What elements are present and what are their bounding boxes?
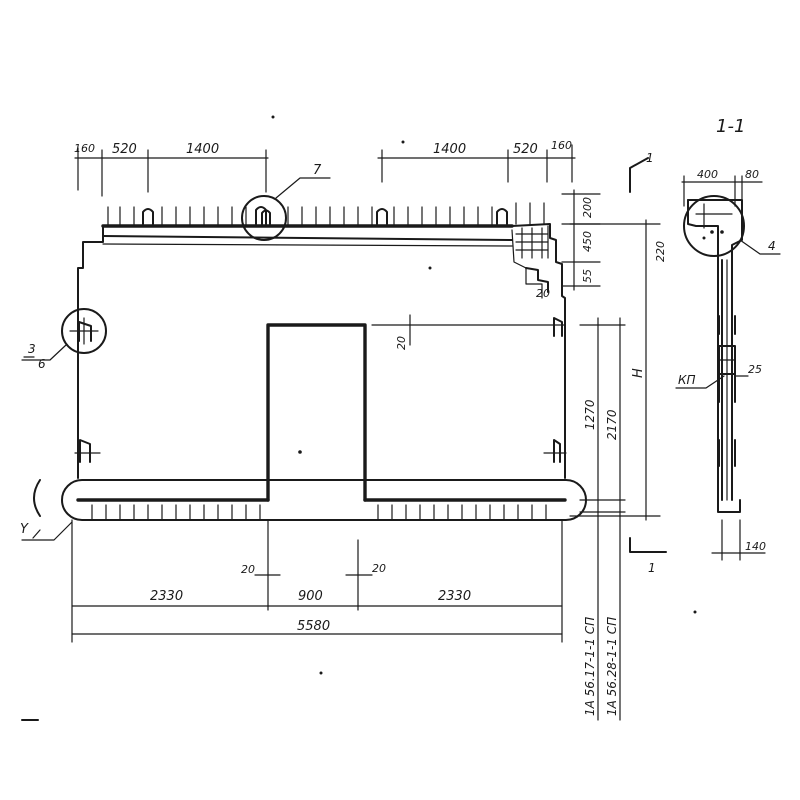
top-dim-520-right: 520 — [513, 142, 538, 157]
top-dim-1400-left: 1400 — [186, 142, 219, 157]
top-dim-520-left: 520 — [112, 142, 137, 157]
callout-7: 7 — [241, 163, 331, 241]
callout-6-label: 6 — [38, 357, 46, 371]
bottom-dim-2330-right: 2330 — [438, 589, 471, 604]
dim-220: 220 — [654, 241, 667, 262]
top-dim-1400-right: 1400 — [433, 142, 466, 157]
dim-20-ledge: 20 — [536, 287, 550, 300]
right-dim-200: 200 — [581, 197, 594, 218]
callout-y: Y — [20, 479, 73, 541]
section-cut-mark-top: 1 — [646, 151, 654, 165]
dim-20-opening: 20 — [395, 336, 408, 350]
bottom-small-20-right: 20 — [372, 562, 386, 575]
section-dim-400: 400 — [697, 168, 718, 181]
section-dim-140: 140 — [745, 540, 766, 553]
door-opening — [266, 323, 566, 502]
bottom-dim-900: 900 — [298, 589, 323, 604]
section-title: 1-1 — [716, 116, 745, 137]
overall-dim-5580: 5580 — [297, 619, 330, 634]
opening-top-dim: 20 — [395, 314, 411, 350]
top-dim-160-right: 160 — [551, 139, 572, 152]
callout-3-label: 3 — [28, 342, 36, 356]
right-dim-450: 450 — [581, 231, 594, 252]
bottom-beam — [61, 479, 587, 521]
section-callout-4: 4 — [768, 239, 776, 253]
callout-3-6: 3 6 — [21, 342, 67, 371]
dim-2170: 2170 — [605, 409, 619, 440]
panel-outline — [77, 223, 566, 479]
section-dim-25: 25 — [748, 363, 762, 376]
callout-7-label: 7 — [313, 163, 322, 178]
section-callout-kp: КП — [678, 373, 696, 387]
top-dim-160-left: 160 — [74, 142, 95, 155]
panel-mark-2: 1А 56.28-1-1 СП — [605, 617, 619, 716]
right-dim-55: 55 — [581, 269, 594, 283]
section-1-1: 1-1 1 1 400 80 140 4 КП 25 — [629, 116, 781, 614]
panel-mark-1: 1А 56.17-1-1 СП — [583, 617, 597, 716]
callout-y-label: Y — [20, 522, 29, 537]
section-dim-80: 80 — [745, 168, 759, 181]
right-dimension-chain: 200 450 55 20 — [536, 189, 601, 300]
panel-marks: 1А 56.17-1-1 СП 1А 56.28-1-1 СП — [583, 617, 619, 716]
section-cut-mark-bottom: 1 — [648, 561, 656, 575]
vertical-dims: 1270 2170 H 220 — [569, 219, 667, 721]
bottom-small-20-left: 20 — [241, 563, 255, 576]
bottom-dim-2330-left: 2330 — [150, 589, 183, 604]
dim-H: H — [631, 368, 646, 378]
top-dimension-chain: 160 520 1400 1400 520 160 — [74, 139, 576, 197]
bottom-dimensions: 20 20 2330 900 2330 5580 — [71, 519, 563, 643]
top-rebar-ticks — [107, 202, 545, 227]
dim-1270: 1270 — [583, 399, 597, 430]
embedded-details — [61, 115, 567, 675]
